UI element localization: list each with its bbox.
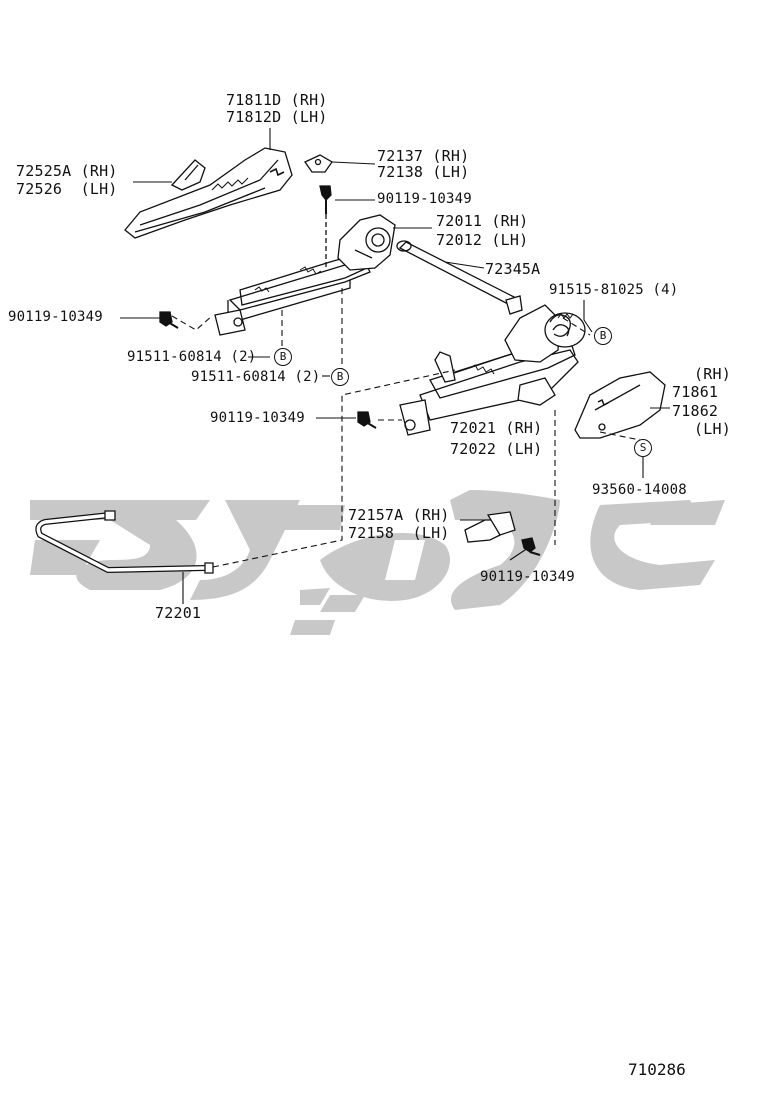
label-72011: 72011 (RH)	[436, 212, 529, 230]
label-93560: 93560-14008	[592, 482, 687, 498]
label-72012: 72012 (LH)	[436, 231, 529, 249]
label-71862: 71862	[672, 402, 719, 420]
label-72201: 72201	[155, 604, 202, 622]
label-71861-rh: (RH)	[694, 365, 731, 383]
label-90119-bottom: 90119-10349	[480, 569, 575, 585]
label-91511-a: 91511-60814 (2)	[127, 349, 257, 365]
label-71861: 71861	[672, 383, 719, 401]
label-72157: 72157A (RH)	[348, 506, 450, 524]
label-71862-lh: (LH)	[694, 420, 731, 438]
label-90119-top: 90119-10349	[377, 191, 472, 207]
diagram-code: 710286	[628, 1060, 686, 1079]
label-72022: 72022 (LH)	[450, 440, 543, 458]
label-90119-left: 90119-10349	[8, 309, 103, 325]
label-91515: 91515-81025 (4)	[549, 282, 679, 298]
seat-track-cover-upper	[124, 147, 293, 239]
label-71812: 71812D (LH)	[226, 108, 328, 126]
cover-71861	[574, 371, 666, 439]
bracket-72137	[304, 154, 333, 173]
label-72158: 72158 (LH)	[348, 524, 450, 542]
label-72525: 72525A (RH)	[16, 162, 118, 180]
marker-b-right: B	[594, 327, 612, 345]
label-71811: 71811D (RH)	[226, 91, 328, 109]
label-72021: 72021 (RH)	[450, 419, 543, 437]
label-90119-mid: 90119-10349	[210, 410, 305, 426]
marker-b-left: B	[274, 348, 292, 366]
label-72137: 72137 (RH)	[377, 147, 470, 165]
marker-b-mid: B	[331, 368, 349, 386]
label-72345: 72345A	[485, 260, 541, 278]
label-72526: 72526 (LH)	[16, 180, 118, 198]
towel-bar-72201	[35, 512, 206, 574]
marker-s: S	[634, 439, 652, 457]
label-91511-b: 91511-60814 (2)	[191, 369, 321, 385]
label-72138: 72138 (LH)	[377, 163, 470, 181]
